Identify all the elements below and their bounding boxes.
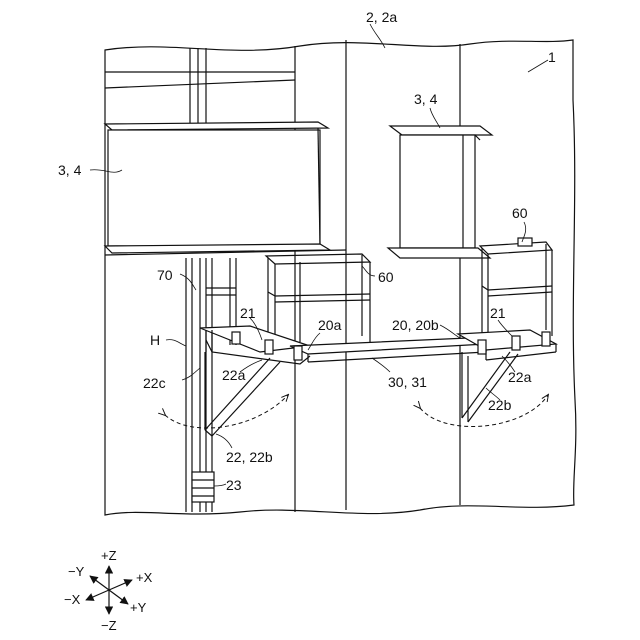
label-70: 70 bbox=[157, 267, 173, 283]
label-21-left: 21 bbox=[240, 305, 256, 321]
axis-minus-x: −X bbox=[64, 592, 81, 607]
label-20a: 20a bbox=[318, 317, 342, 333]
label-60-right: 60 bbox=[512, 205, 528, 221]
axis-plus-y: +Y bbox=[130, 600, 147, 615]
beam-right bbox=[388, 126, 492, 258]
handrail-right bbox=[480, 238, 552, 340]
label-30-31: 30, 31 bbox=[388, 374, 427, 390]
label-22c: 22c bbox=[143, 375, 166, 391]
axis-plus-z: +Z bbox=[101, 548, 117, 563]
brace-left bbox=[205, 352, 280, 436]
label-22b: 22b bbox=[488, 397, 512, 413]
label-2-2a: 2, 2a bbox=[366, 9, 397, 25]
axis-plus-x: +X bbox=[136, 570, 153, 585]
label-3-4-right: 3, 4 bbox=[414, 91, 438, 107]
label-1: 1 bbox=[548, 49, 556, 65]
axes-indicator: +Z −Z +X −X +Y −Y bbox=[64, 548, 153, 633]
axis-minus-y: −Y bbox=[68, 564, 85, 579]
label-22a-left: 22a bbox=[222, 367, 246, 383]
label-60-left: 60 bbox=[378, 269, 394, 285]
label-22-22b: 22, 22b bbox=[226, 449, 273, 465]
label-3-4-left: 3, 4 bbox=[58, 162, 82, 178]
label-23: 23 bbox=[226, 477, 242, 493]
label-20-20b: 20, 20b bbox=[392, 317, 439, 333]
label-21-right: 21 bbox=[490, 305, 506, 321]
axis-minus-z: −Z bbox=[101, 618, 117, 633]
building-wall bbox=[105, 40, 576, 515]
beam-left bbox=[105, 122, 330, 253]
column-H bbox=[186, 258, 236, 512]
scaffold-floor bbox=[200, 326, 556, 364]
label-22a-right: 22a bbox=[508, 369, 532, 385]
label-H: H bbox=[150, 332, 160, 348]
